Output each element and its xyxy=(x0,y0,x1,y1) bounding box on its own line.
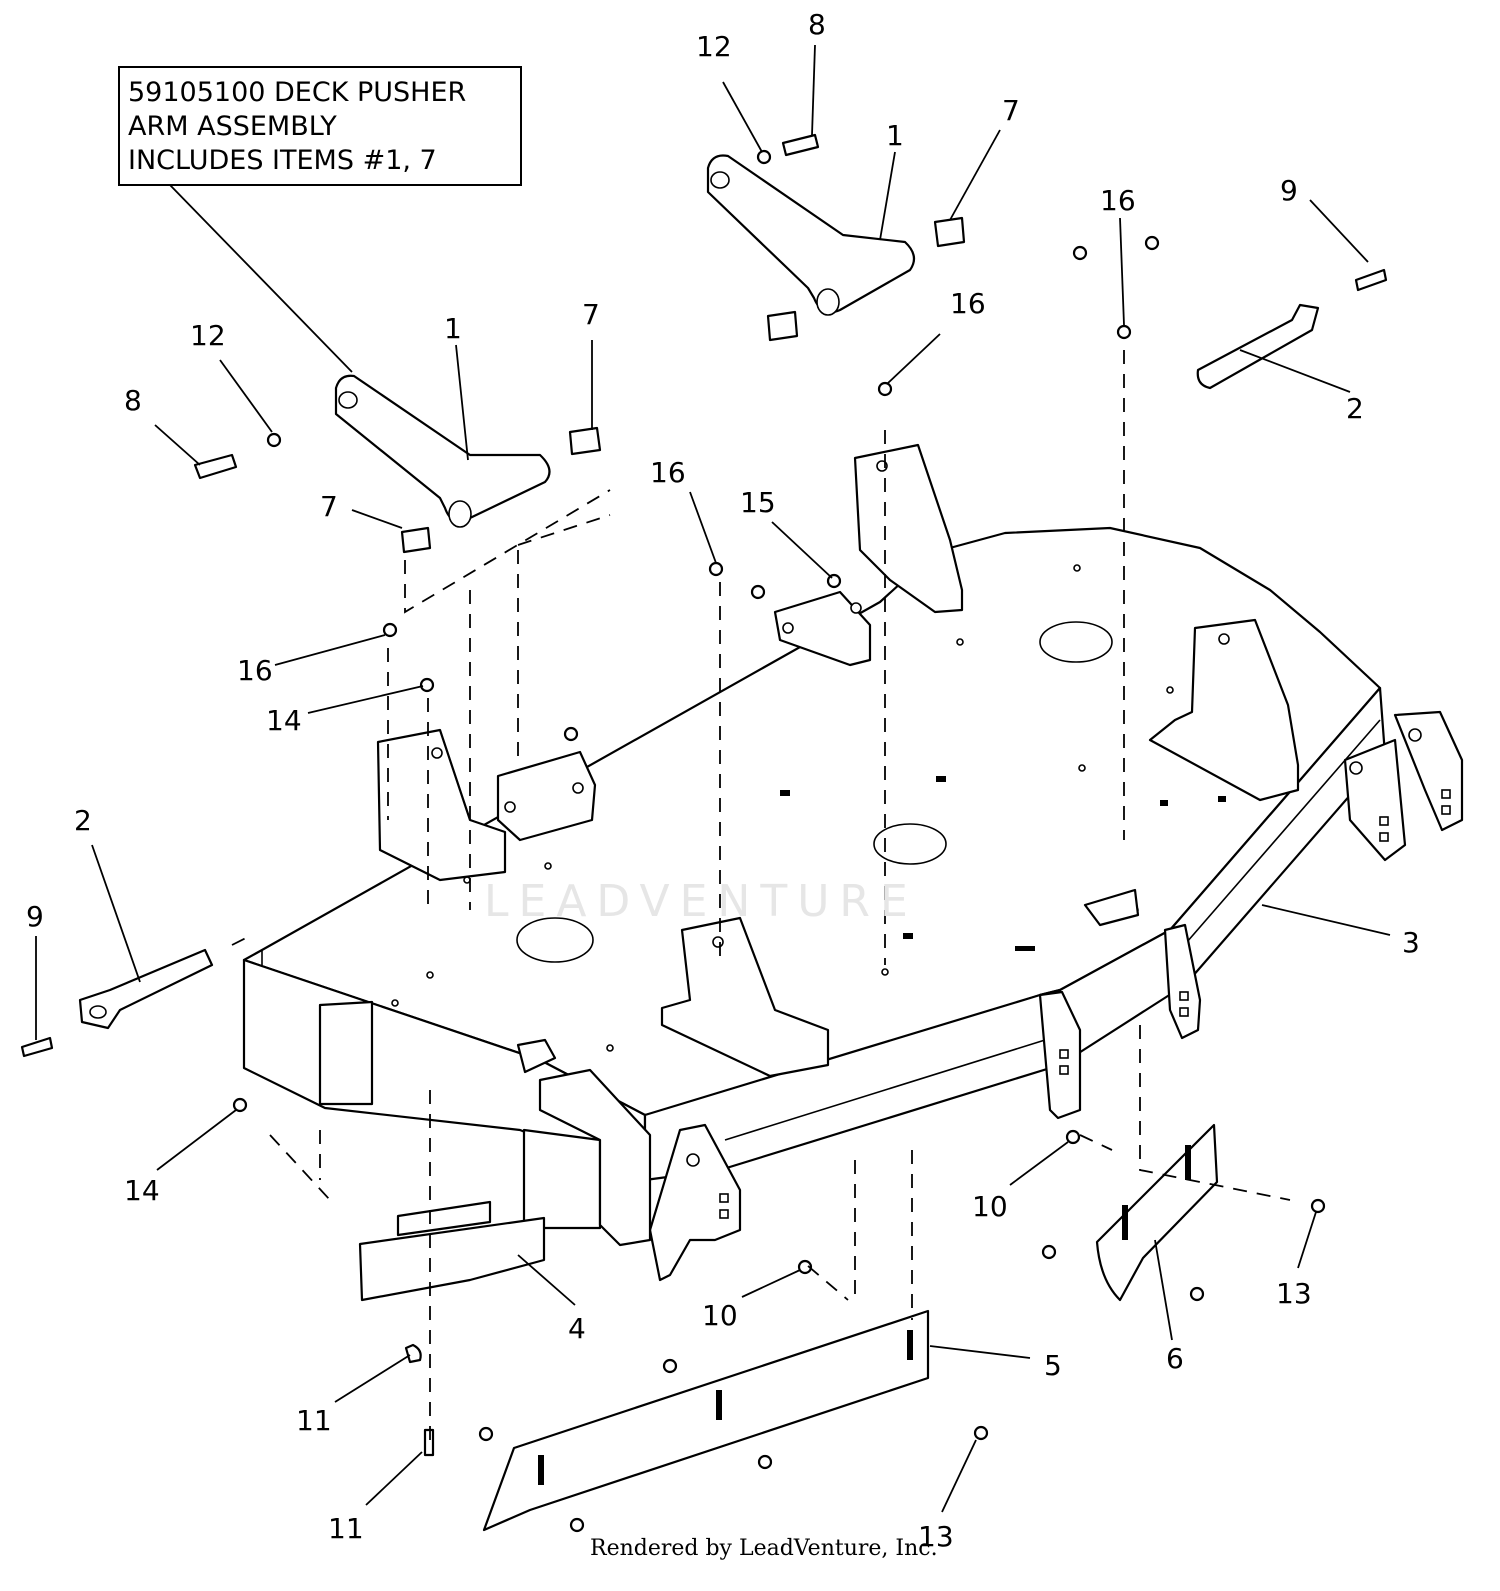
callout-7-top: 7 xyxy=(1002,94,1020,127)
callout-1-top: 1 xyxy=(886,119,904,152)
bushings xyxy=(400,216,966,554)
callout-13-right: 13 xyxy=(1276,1277,1312,1310)
assembly-lines xyxy=(231,350,1291,1440)
callout-4: 4 xyxy=(568,1312,586,1345)
skid-plate-6 xyxy=(1095,1123,1219,1302)
callout-1-left: 1 xyxy=(444,312,462,345)
callout-9-left: 9 xyxy=(26,900,44,933)
baffle-plate-4 xyxy=(358,1200,546,1302)
deck-brackets xyxy=(376,443,1300,1078)
skid-plate-5 xyxy=(482,1309,930,1532)
callout-16-center: 16 xyxy=(650,456,686,489)
callout-16-top-right: 16 xyxy=(1100,184,1136,217)
pusher-arm-left xyxy=(334,374,551,528)
note-line-2: ARM ASSEMBLY xyxy=(128,111,337,142)
mower-deck xyxy=(242,526,1382,1230)
callout-15: 15 xyxy=(740,486,776,519)
note-line-3: INCLUDES ITEMS #1, 7 xyxy=(128,145,437,176)
deck-openings xyxy=(391,564,1226,1052)
hinge-brackets xyxy=(538,710,1464,1282)
deck-pins xyxy=(78,303,1320,1030)
callout-8-left: 8 xyxy=(124,384,142,417)
callout-2-right: 2 xyxy=(1346,392,1364,425)
callout-11-upper: 11 xyxy=(296,1404,332,1437)
callout-7-left-top: 7 xyxy=(582,298,600,331)
callout-13-bottom: 13 xyxy=(918,1520,954,1553)
callout-3: 3 xyxy=(1402,926,1420,959)
callout-10-right: 10 xyxy=(972,1190,1008,1223)
leadventure-watermark: LEADVENTURE xyxy=(484,876,918,927)
callout-16-center-top: 16 xyxy=(950,287,986,320)
callout-5: 5 xyxy=(1044,1349,1062,1382)
callout-8-top: 8 xyxy=(808,8,826,41)
callout-labels: 12 8 1 7 16 9 2 16 12 1 7 8 7 16 15 16 1… xyxy=(26,8,1420,1553)
callout-2-left: 2 xyxy=(74,804,92,837)
render-credit: Rendered by LeadVenture, Inc. xyxy=(590,1536,938,1561)
callout-12-left: 12 xyxy=(190,319,226,352)
callout-9-right: 9 xyxy=(1280,174,1298,207)
callout-16-left: 16 xyxy=(237,654,273,687)
callout-14-left-bottom: 14 xyxy=(124,1174,160,1207)
callout-10-center: 10 xyxy=(702,1299,738,1332)
callout-7-left-bottom: 7 xyxy=(320,490,338,523)
leader-lines xyxy=(35,44,1391,1513)
callout-12-top: 12 xyxy=(696,30,732,63)
callout-14-left-top: 14 xyxy=(266,704,302,737)
callout-11-lower: 11 xyxy=(328,1512,364,1545)
assembly-note-box: 59105100 DECK PUSHER ARM ASSEMBLY INCLUD… xyxy=(118,66,522,186)
pusher-arm-right xyxy=(706,154,916,316)
callout-6: 6 xyxy=(1166,1342,1184,1375)
note-line-1: 59105100 DECK PUSHER xyxy=(128,77,467,108)
